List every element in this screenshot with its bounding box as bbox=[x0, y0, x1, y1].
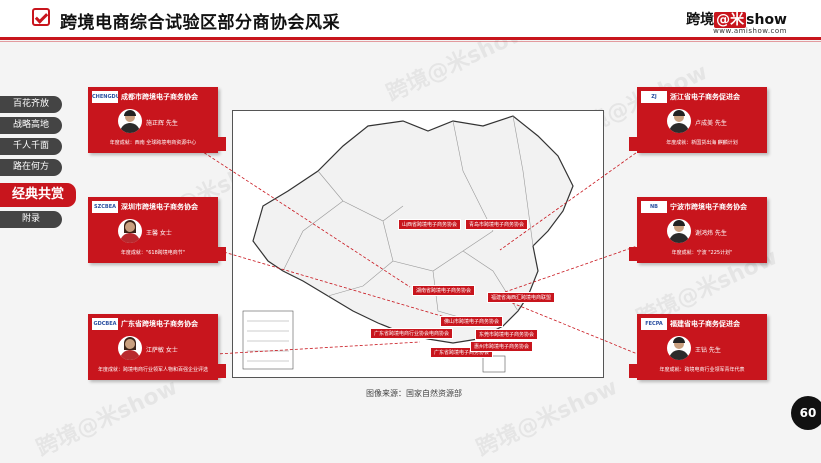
association-logo: SZCBEA bbox=[92, 201, 118, 213]
page-number: 60 bbox=[791, 396, 821, 430]
avatar bbox=[118, 336, 142, 360]
association-logo: CHENGDU bbox=[92, 91, 118, 103]
nav-item-lzhf[interactable]: 路在何方 bbox=[0, 159, 62, 176]
association-card[interactable]: GDCBEA 广东省跨境电子商务协会 江萨敏 女士 年度成就：跨境电商行业领军人… bbox=[88, 314, 226, 380]
avatar bbox=[667, 336, 691, 360]
award-text: 年度成就：跨境电商行业领军青年代表 bbox=[659, 367, 745, 373]
card-tab bbox=[629, 247, 637, 261]
association-name: 福建省电子商务促进会 bbox=[670, 320, 740, 328]
card-tab bbox=[218, 364, 226, 378]
association-name: 浙江省电子商务促进会 bbox=[670, 93, 740, 101]
association-logo: ZJ bbox=[641, 91, 667, 103]
connector-lines bbox=[199, 149, 641, 356]
avatar bbox=[667, 109, 691, 133]
brand-logo-part: show bbox=[746, 12, 787, 28]
avatar bbox=[667, 219, 691, 243]
card-tab bbox=[629, 364, 637, 378]
checkbox-icon bbox=[32, 8, 50, 26]
avatar bbox=[118, 219, 142, 243]
award-text: 年度成就："618跨境电商节" bbox=[120, 250, 186, 256]
person-name: 王馨 女士 bbox=[146, 230, 172, 237]
map-label[interactable]: 惠州市跨境电子商务协会 bbox=[470, 341, 534, 352]
award-text: 年度成就：西南 全球跨境电商资源中心 bbox=[109, 140, 197, 146]
award-text: 年度成就：宁波 "225计划" bbox=[671, 250, 733, 256]
association-name: 深圳市跨境电子商务协会 bbox=[121, 203, 198, 211]
map-label[interactable]: 广东省跨境电子商务协会 bbox=[430, 347, 494, 358]
association-card[interactable]: FECPA 福建省电子商务促进会 王钻 先生 年度成就：跨境电商行业领军青年代表 bbox=[629, 314, 767, 380]
association-card[interactable]: CHENGDU 成都市跨境电子商务协会 施正辉 先生 年度成就：西南 全球跨境电… bbox=[88, 87, 226, 153]
brand-logo-highlight: @米 bbox=[714, 12, 747, 28]
map-label[interactable]: 东莞市跨境电子商务协会 bbox=[475, 329, 539, 340]
association-name: 宁波市跨境电子商务协会 bbox=[670, 203, 747, 211]
association-name: 成都市跨境电子商务协会 bbox=[121, 93, 198, 101]
person-name: 谢鸿炜 先生 bbox=[695, 230, 727, 237]
person-name: 施正辉 先生 bbox=[146, 120, 178, 127]
award-text: 年度成就：跨境电商行业领军人物和百强企业评选 bbox=[97, 367, 208, 373]
map-label[interactable]: 青岛市跨境电子商务协会 bbox=[465, 219, 529, 230]
association-card[interactable]: SZCBEA 深圳市跨境电子商务协会 王馨 女士 年度成就："618跨境电商节" bbox=[88, 197, 226, 263]
map-label[interactable]: 山西省跨境电子商务协会 bbox=[398, 219, 462, 230]
nav-item-zlgd[interactable]: 战略高地 bbox=[0, 117, 62, 134]
header-divider-thin bbox=[0, 41, 821, 42]
map-label[interactable]: 湖南省跨境电子商务协会 bbox=[412, 285, 476, 296]
card-tab bbox=[218, 247, 226, 261]
card-tab bbox=[629, 137, 637, 151]
map-label[interactable]: 佛山市跨境电子商务协会 bbox=[440, 316, 504, 327]
map-label[interactable]: 广东省跨境电商行业协会电商协会 bbox=[370, 328, 454, 339]
association-logo: GDCBEA bbox=[92, 318, 118, 330]
award-text: 年度成就：新国货出海 麒麟计划 bbox=[666, 140, 738, 146]
association-logo: FECPA bbox=[641, 318, 667, 330]
association-logo: NB bbox=[641, 201, 667, 213]
person-name: 卢成美 先生 bbox=[695, 120, 727, 127]
association-card[interactable]: NB 宁波市跨境电子商务协会 谢鸿炜 先生 年度成就：宁波 "225计划" bbox=[629, 197, 767, 263]
nav-item-jdgs[interactable]: 经典共赏 bbox=[0, 183, 76, 207]
association-card[interactable]: ZJ 浙江省电子商务促进会 卢成美 先生 年度成就：新国货出海 麒麟计划 bbox=[629, 87, 767, 153]
brand-logo-part: 跨境 bbox=[686, 12, 715, 28]
brand-url: www.amishow.com bbox=[713, 27, 787, 35]
card-tab bbox=[218, 137, 226, 151]
nav-item-qrqm[interactable]: 千人千面 bbox=[0, 138, 62, 155]
nav-item-fl[interactable]: 附录 bbox=[0, 211, 62, 228]
nav-item-bhqf[interactable]: 百花齐放 bbox=[0, 96, 62, 113]
header-divider bbox=[0, 37, 821, 40]
person-name: 江萨敏 女士 bbox=[146, 347, 178, 354]
avatar bbox=[118, 109, 142, 133]
person-name: 王钻 先生 bbox=[695, 347, 721, 354]
page-title: 跨境电商综合试验区部分商协会风采 bbox=[60, 13, 340, 33]
map-label[interactable]: 福建省海西汇跨境电商联盟 bbox=[487, 292, 556, 303]
image-source-caption: 图像来源：国家自然资源部 bbox=[366, 389, 462, 398]
association-name: 广东省跨境电子商务协会 bbox=[121, 320, 198, 328]
